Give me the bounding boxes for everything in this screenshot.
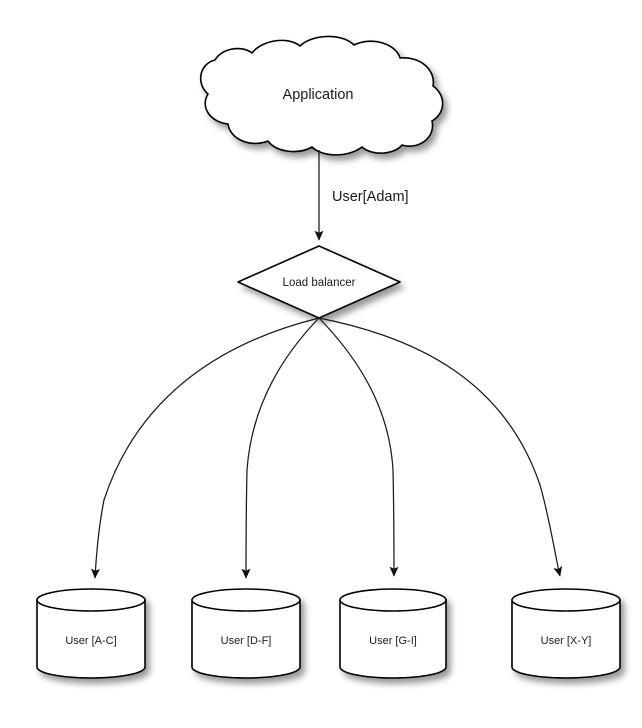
node-database-3[interactable]: User [G-I] [339,588,447,679]
edge-label-user-adam: User[Adam] [332,189,409,205]
edge-diamond-to-db-2 [241,317,320,579]
node-application-cloud[interactable]: Application [199,35,444,156]
database-4-label: User [X-Y] [541,635,592,647]
edge-diamond-to-db-4 [318,317,563,577]
node-database-2[interactable]: User [D-F] [191,588,301,679]
database-1-label: User [A-C] [65,635,116,647]
database-2-label: User [D-F] [221,635,272,647]
edge-diamond-to-db-1 [91,317,320,579]
node-database-4[interactable]: User [X-Y] [511,588,621,679]
node-database-1[interactable]: User [A-C] [36,588,146,679]
edge-diamond-to-db-3 [318,317,399,577]
application-label: Application [283,87,354,103]
edge-diamond-to-db-3-path [318,317,399,577]
edge-diamond-to-db-1-path [91,317,320,579]
edge-diamond-to-db-2-path [241,317,320,579]
load-balancer-label: Load balancer [283,277,356,289]
node-load-balancer-diamond[interactable]: Load balancer [237,245,401,319]
edge-diamond-to-db-4-path [318,317,563,577]
database-3-label: User [G-I] [369,635,417,647]
